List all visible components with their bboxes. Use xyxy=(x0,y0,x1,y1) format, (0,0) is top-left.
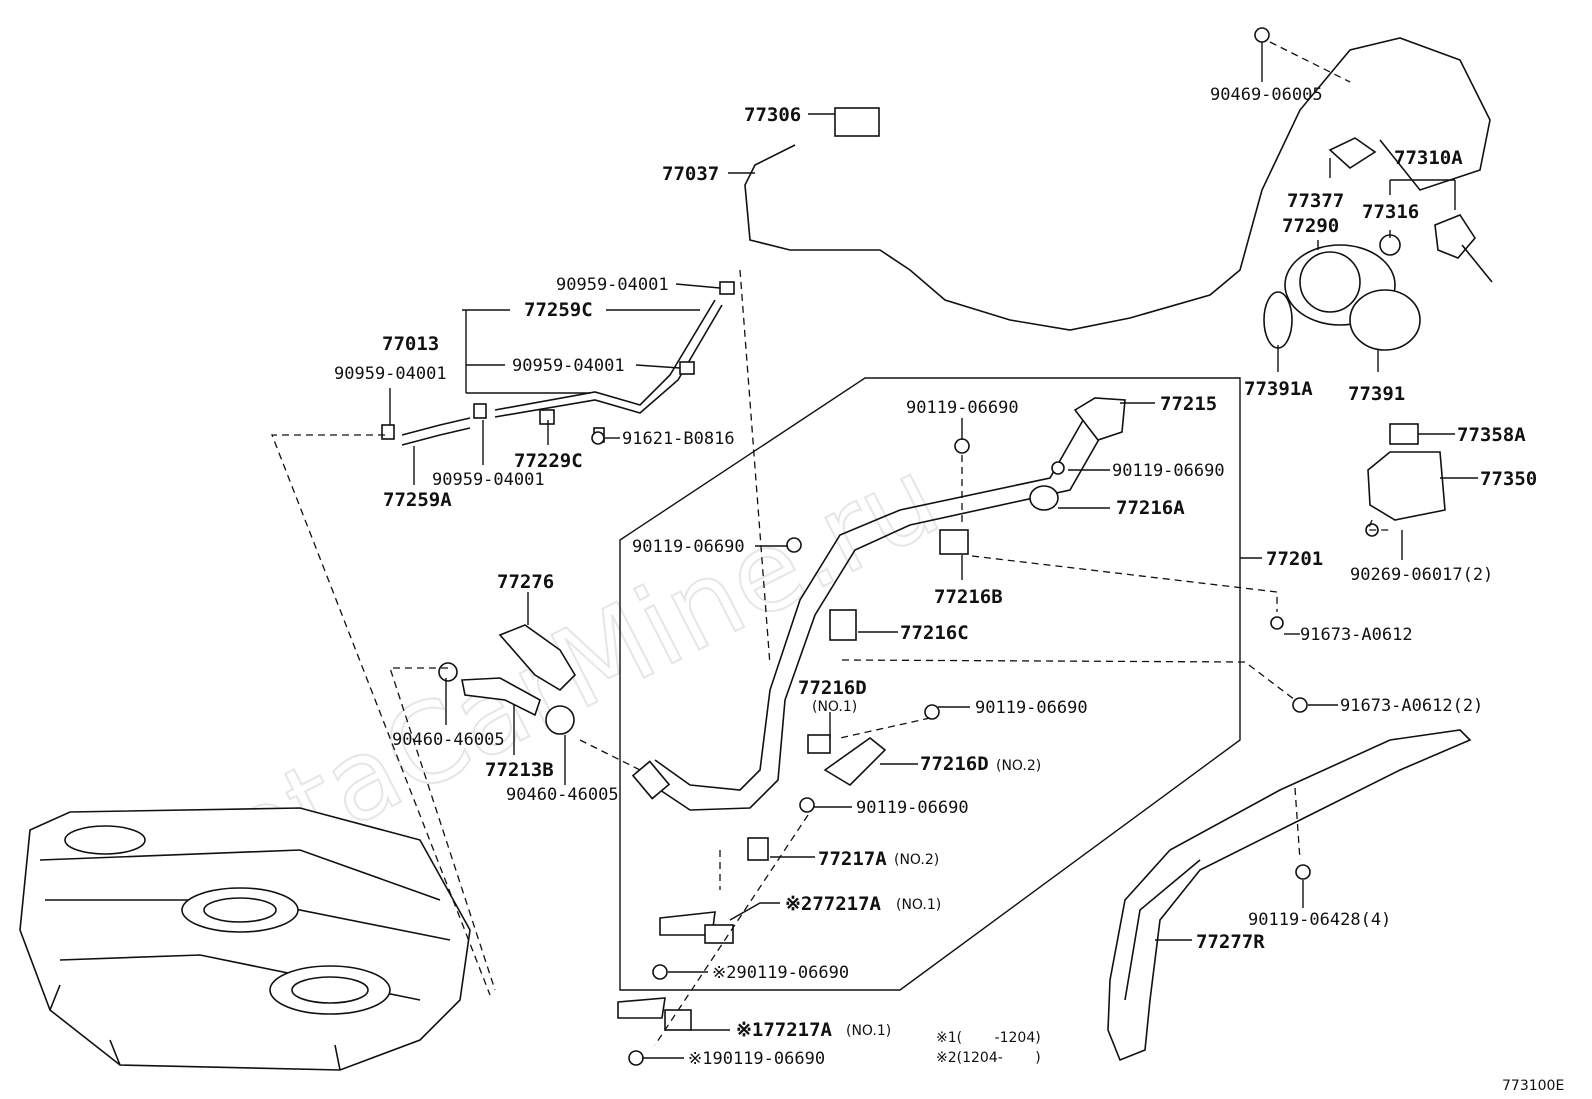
label-90460-46005-b[interactable]: 90460-46005 xyxy=(506,785,619,805)
part-labels: 77306 77037 90469-06005 77377 77310A 772… xyxy=(334,85,1564,1094)
label-77216d-no2[interactable]: 77216D xyxy=(920,753,989,775)
label-90119-06690-d[interactable]: 90119-06690 xyxy=(975,698,1088,718)
label-90119-06428[interactable]: 90119-06428(4) xyxy=(1248,910,1391,930)
label-90119-06690-c[interactable]: 90119-06690 xyxy=(632,537,745,557)
lever-cable-drawing xyxy=(744,27,1491,331)
leader-lines xyxy=(389,42,1478,1059)
label-77229c[interactable]: 77229C xyxy=(514,450,583,472)
label-90119-06690-note1[interactable]: ※190119-06690 xyxy=(688,1049,825,1069)
label-77216a[interactable]: 77216A xyxy=(1116,497,1185,519)
label-77391[interactable]: 77391 xyxy=(1348,383,1405,405)
label-77217a-no1-note1[interactable]: ※177217A xyxy=(736,1019,833,1041)
label-91673-a0612-2[interactable]: 91673-A0612(2) xyxy=(1340,696,1483,716)
label-77316[interactable]: 77316 xyxy=(1362,201,1419,223)
label-77391a[interactable]: 77391A xyxy=(1244,378,1313,400)
label-91673-a0612[interactable]: 91673-A0612 xyxy=(1300,625,1413,645)
label-77259c[interactable]: 77259C xyxy=(524,299,593,321)
label-91621-b0816[interactable]: 91621-B0816 xyxy=(622,429,735,449)
label-90959-04001-b[interactable]: 90959-04001 xyxy=(512,356,625,376)
label-77310a[interactable]: 77310A xyxy=(1394,147,1463,169)
label-90119-06690-a[interactable]: 90119-06690 xyxy=(906,398,1019,418)
label-90959-04001-c[interactable]: 90959-04001 xyxy=(334,364,447,384)
label-77259a[interactable]: 77259A xyxy=(383,489,452,511)
fuel-inlet-drawing xyxy=(1263,214,1493,521)
label-90959-04001-d[interactable]: 90959-04001 xyxy=(432,470,545,490)
fuel-hose-drawing xyxy=(438,624,577,735)
label-77201[interactable]: 77201 xyxy=(1266,548,1323,570)
label-90119-06690-b[interactable]: 90119-06690 xyxy=(1112,461,1225,481)
label-77306[interactable]: 77306 xyxy=(744,104,801,126)
label-77213b[interactable]: 77213B xyxy=(485,759,554,781)
label-77217a-no2[interactable]: 77217A xyxy=(818,848,887,870)
label-77217a-no1-note1-sub: (NO.1) xyxy=(846,1023,891,1039)
label-77215[interactable]: 77215 xyxy=(1160,393,1217,415)
label-77216d-no2-sub: (NO.2) xyxy=(996,758,1041,774)
dashed-relation-lines xyxy=(271,41,1392,1046)
label-77217a-no1-note2[interactable]: ※277217A xyxy=(785,893,882,915)
label-77217a-no1-note2-sub: (NO.1) xyxy=(896,897,941,913)
filler-pipe-box xyxy=(619,377,1241,991)
note-1: ※1( -1204) xyxy=(936,1030,1041,1046)
label-77358a[interactable]: 77358A xyxy=(1457,424,1526,446)
label-90460-46005-a[interactable]: 90460-46005 xyxy=(392,730,505,750)
label-77216d-no1[interactable]: 77216D xyxy=(798,677,867,699)
label-77290[interactable]: 77290 xyxy=(1282,215,1339,237)
label-90119-06690-e[interactable]: 90119-06690 xyxy=(856,798,969,818)
label-77013[interactable]: 77013 xyxy=(382,333,439,355)
label-77216c[interactable]: 77216C xyxy=(900,622,969,644)
label-77350[interactable]: 77350 xyxy=(1480,468,1537,490)
label-90269-06017[interactable]: 90269-06017(2) xyxy=(1350,565,1493,585)
label-77217a-no2-sub: (NO.2) xyxy=(894,852,939,868)
diagram-code: 773100E xyxy=(1502,1078,1564,1094)
label-77037[interactable]: 77037 xyxy=(662,163,719,185)
label-90119-06690-note2[interactable]: ※290119-06690 xyxy=(712,963,849,983)
label-77277r[interactable]: 77277R xyxy=(1196,931,1265,953)
label-77216b[interactable]: 77216B xyxy=(934,586,1003,608)
note-2: ※2(1204- ) xyxy=(936,1050,1041,1066)
fasteners xyxy=(381,281,1379,1066)
fuel-tank-drawing xyxy=(19,807,471,1071)
label-77377[interactable]: 77377 xyxy=(1287,190,1344,212)
filler-pipe-drawing xyxy=(631,397,1126,811)
label-90959-04001-a[interactable]: 90959-04001 xyxy=(556,275,669,295)
label-90469-06005[interactable]: 90469-06005 xyxy=(1210,85,1323,105)
protector-drawing xyxy=(1107,729,1472,1062)
label-77216d-no1-sub: (NO.1) xyxy=(812,699,857,715)
label-77276[interactable]: 77276 xyxy=(497,571,554,593)
